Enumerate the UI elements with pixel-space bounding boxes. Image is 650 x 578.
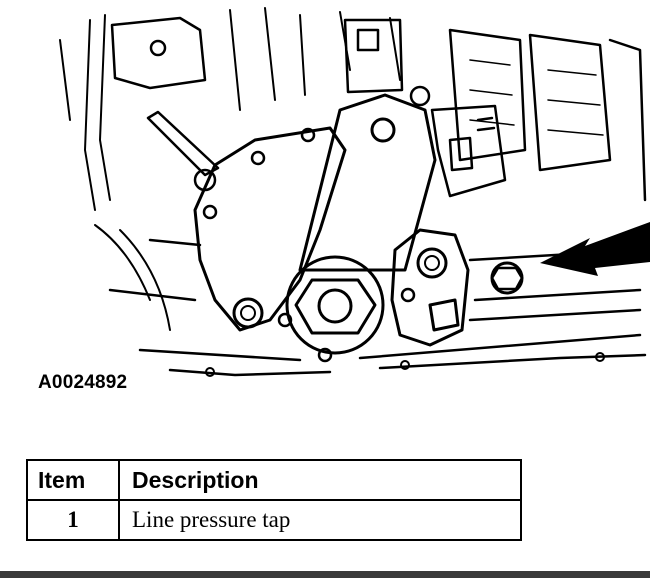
case-bottom-edge — [168, 353, 647, 377]
screw-boss-6 — [300, 127, 316, 143]
mounting-bolt-left — [232, 297, 264, 329]
transmission-line-drawing — [59, 7, 650, 377]
shaft-hub — [285, 255, 385, 355]
screw-boss-5 — [250, 150, 266, 166]
housing-left-bracket — [110, 16, 207, 90]
switch-body-plate — [193, 126, 347, 332]
connector-bolt — [409, 85, 431, 107]
case-bolt-b — [400, 360, 410, 370]
shaft-hex-nut — [294, 278, 377, 335]
housing-right-ribs — [469, 59, 604, 136]
housing-right-panels — [448, 28, 647, 202]
legend-table: Item Description 1 Line pressure tap — [26, 459, 522, 541]
switch-body-right — [390, 228, 470, 347]
plate-slot — [428, 298, 460, 332]
bracket-hole — [149, 39, 167, 57]
row-item-description: Line pressure tap — [118, 499, 522, 541]
electrical-connector — [430, 104, 507, 198]
line-pressure-tap-hex — [490, 266, 524, 291]
column-header-description: Description — [118, 459, 522, 501]
manual-lever — [146, 110, 220, 177]
shaft-center — [317, 288, 353, 324]
table-row: 1 Line pressure tap — [26, 499, 522, 541]
switch-arm — [298, 93, 437, 272]
mounting-bolt-left-inner — [240, 305, 256, 321]
case-bolt-a — [205, 367, 215, 377]
screw-boss-3 — [317, 347, 333, 363]
case-left-curves — [94, 224, 171, 331]
figure-id-label: A0024892 — [38, 372, 128, 393]
screw-boss-2 — [277, 312, 293, 328]
connector-stack — [343, 18, 404, 94]
solid-arrow-icon — [540, 222, 650, 276]
case-bolt-c — [595, 352, 605, 362]
row-item-number: 1 — [26, 499, 120, 541]
legend-header-row: Item Description — [26, 459, 522, 501]
mounting-bolt-right-inner — [424, 255, 440, 271]
housing-top-lines — [229, 7, 401, 111]
footer-bar — [0, 571, 650, 578]
arm-pivot — [370, 117, 396, 143]
screw-boss-1 — [202, 204, 218, 220]
screw-boss-4 — [400, 287, 416, 303]
housing-left-outline — [59, 14, 111, 211]
mounting-bolt-right — [416, 247, 448, 279]
column-header-item: Item — [26, 459, 120, 501]
case-lower-edges — [108, 238, 642, 362]
